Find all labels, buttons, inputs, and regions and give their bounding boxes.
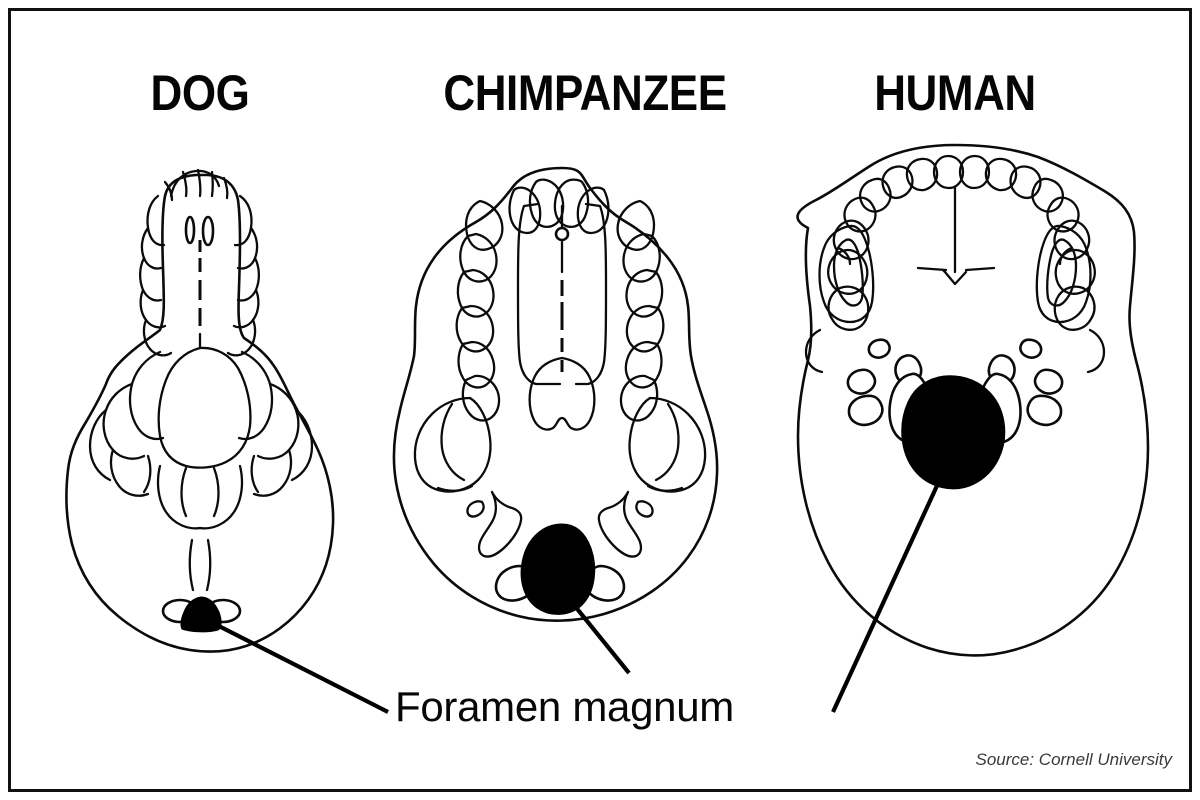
chimp-right-temporal xyxy=(628,396,707,493)
chimp-condyle-left xyxy=(494,564,536,602)
chimp-cranium-outline xyxy=(392,166,719,622)
human-transverse-line xyxy=(916,266,948,272)
panel-title-dog: DOG xyxy=(150,65,250,121)
human-tooth-r2 xyxy=(984,157,1018,192)
human-foramen-magnum xyxy=(901,375,1006,490)
human-tooth-r3 xyxy=(1009,165,1042,199)
human-carotid-canal-left xyxy=(847,394,884,427)
chimp-incisor-left-outer xyxy=(508,186,542,235)
chimp-incisor-right-inner xyxy=(553,178,590,228)
human-tooth-l3 xyxy=(881,165,914,199)
dog-occipital-crest-left xyxy=(188,538,195,592)
dog-leader-line xyxy=(206,618,389,714)
dog-occipital-crest-right xyxy=(205,538,212,592)
skull-diagram-dog xyxy=(65,168,389,714)
panel-title-chimpanzee: CHIMPANZEE xyxy=(443,65,727,121)
human-tooth-l1 xyxy=(932,154,965,190)
chimp-incisive-foramen xyxy=(554,226,570,242)
chimp-right-toothrow xyxy=(616,199,656,251)
human-tooth-r7 xyxy=(1054,248,1096,295)
human-leader-line xyxy=(831,476,943,713)
dog-basicranium xyxy=(157,346,252,469)
dog-incisive-foramen-right xyxy=(201,215,215,247)
chimp-left-petrous xyxy=(477,490,523,558)
dog-incisor-arc xyxy=(169,169,221,198)
human-tooth-l8 xyxy=(827,285,870,331)
dog-condyle-left xyxy=(161,598,199,624)
source-attribution: Source: Cornell University xyxy=(975,750,1172,769)
human-tooth-r6 xyxy=(1053,219,1091,261)
human-right-pterygoid xyxy=(1035,224,1092,324)
human-foramen-ovale-right xyxy=(1019,338,1043,359)
chimp-palate-outline xyxy=(516,202,562,386)
chimp-incisor-right-outer xyxy=(576,186,610,235)
human-tooth-r4 xyxy=(1031,177,1064,213)
human-tooth-r1 xyxy=(958,154,991,190)
human-jugular-left xyxy=(894,354,923,386)
human-foramen-ovale-left xyxy=(867,338,891,359)
dog-condyle-right xyxy=(204,598,242,624)
figure-border xyxy=(8,8,1192,792)
chimp-left-toothrow xyxy=(464,199,504,251)
chimp-left-temporal xyxy=(413,396,492,493)
human-left-pterygoid xyxy=(818,224,875,324)
human-foramen-spinosum-left xyxy=(846,368,877,395)
dog-incisive-foramen-left xyxy=(184,215,196,245)
chimp-foramen-magnum xyxy=(520,523,596,615)
human-condyle-left xyxy=(888,372,934,444)
human-foramen-spinosum-right xyxy=(1033,368,1064,395)
dog-left-toothrow xyxy=(146,194,166,247)
human-tooth-l6 xyxy=(832,219,870,261)
dog-right-toothrow xyxy=(233,194,253,247)
human-carotid-canal-right xyxy=(1026,394,1063,427)
chimp-incisor-left-inner xyxy=(528,178,565,228)
dog-cranium-outline xyxy=(65,173,335,653)
panel-title-human: HUMAN xyxy=(874,65,1036,121)
human-tooth-l5 xyxy=(843,196,877,233)
human-tooth-l7 xyxy=(827,248,869,295)
human-tooth-r5 xyxy=(1046,196,1080,233)
foramen-magnum-label: Foramen magnum xyxy=(395,683,734,730)
human-tooth-l2 xyxy=(905,157,939,192)
human-left-mastoid-notch xyxy=(804,328,824,374)
human-jugular-right xyxy=(987,354,1016,386)
chimp-vomer xyxy=(528,356,596,431)
chimp-condyle-right xyxy=(584,564,626,602)
chimp-right-petrous xyxy=(597,490,643,558)
human-tooth-l4 xyxy=(859,177,892,213)
human-transverse-suture xyxy=(943,270,968,286)
skull-diagram-human xyxy=(796,143,1150,713)
human-cranium-outline xyxy=(796,143,1150,657)
skull-diagram-chimpanzee xyxy=(392,166,719,675)
chimp-leader-line xyxy=(568,598,631,675)
human-condyle-right xyxy=(976,372,1022,444)
human-right-mastoid-notch xyxy=(1086,328,1106,374)
dog-foramen-magnum xyxy=(180,596,222,633)
human-tooth-r8 xyxy=(1053,285,1096,331)
